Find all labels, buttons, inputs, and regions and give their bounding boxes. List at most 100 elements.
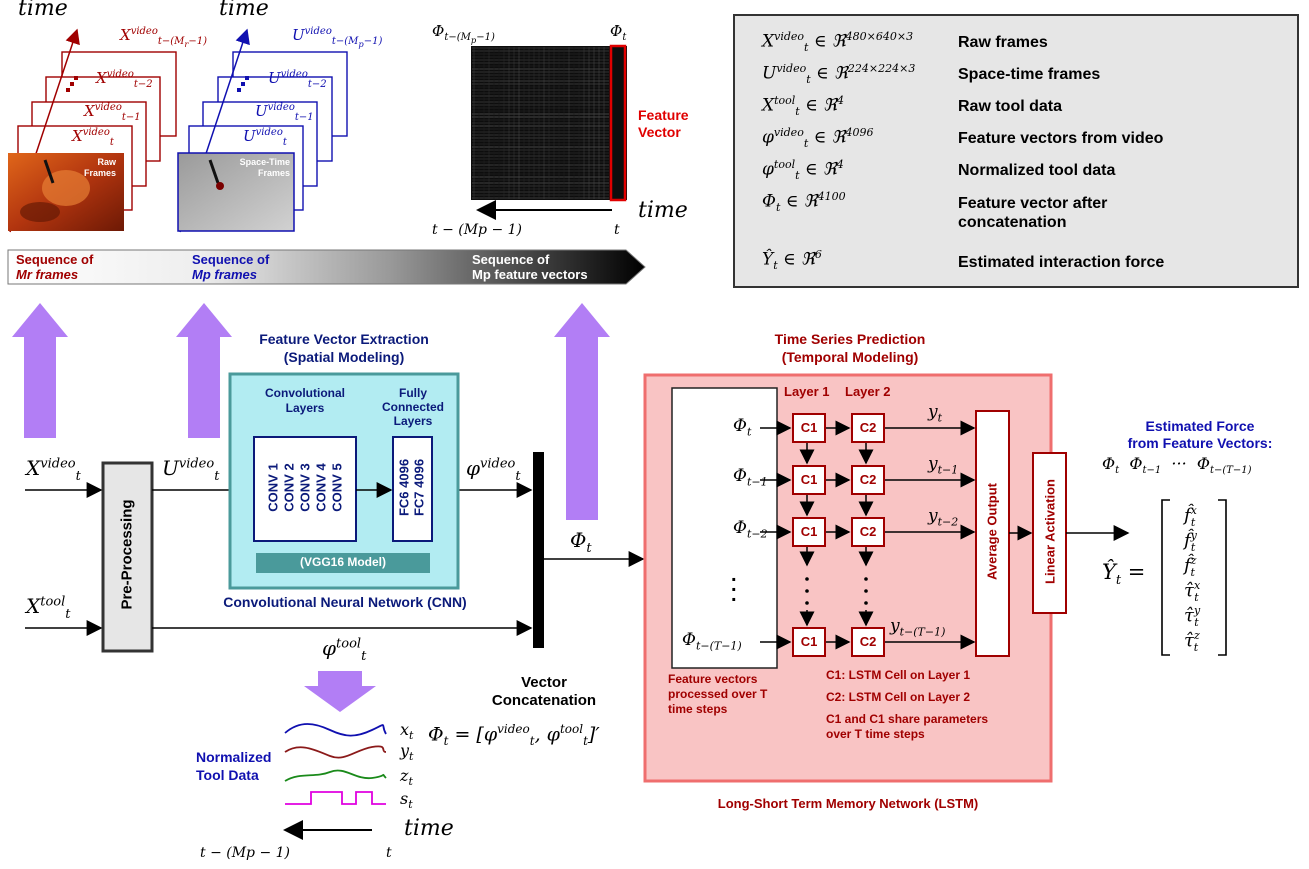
lstm-output-2: yt−2 (928, 506, 959, 529)
lstm-cell-c2: C2 (851, 465, 885, 495)
legend-desc: Raw frames (958, 34, 1048, 51)
lstm-cell-c1: C1 (792, 465, 826, 495)
output-yhat: Ŷt = (1102, 560, 1146, 589)
lstm-note-c2: C2: LSTM Cell on Layer 2 (826, 690, 971, 704)
lstm-title-line2: (Temporal Modeling) (781, 349, 919, 365)
lstm-output-0: yt (928, 402, 943, 425)
banner-seg2-line2: Mp frames (192, 267, 258, 282)
st-frame-label-3: Uvideot−2 (268, 69, 327, 90)
legend-sym: Ŷt ∈ ℜ6 (762, 248, 822, 273)
feature-matrix (471, 44, 627, 202)
matrix-phi-left: Φt−(Mp−1) (432, 22, 495, 45)
banner-seg1-line1: Sequence of (16, 252, 94, 267)
lstm-cell-c1: C1 (792, 517, 826, 547)
raw-frame-label-2: Xvideot−1 (84, 102, 141, 123)
lstm-input-ellipsis: ... (731, 564, 737, 606)
legend-sym: Xvideot ∈ ℜ480×640×3 (762, 30, 914, 55)
phi-tool-label: φtoolt (322, 636, 367, 664)
cnn-title-line1: Feature Vector Extraction (259, 331, 429, 347)
banner-seg3: Sequence of Mp feature vectors (472, 252, 588, 282)
legend-box (733, 14, 1299, 288)
avg-output-label: Average Output (984, 482, 1000, 581)
lstm-cell-c1: C1 (792, 413, 826, 443)
raw-frame-label-1: Xvideot (72, 127, 114, 148)
output-vector-entry: τ̂yt (1184, 604, 1201, 629)
layer1-label: Layer 1 (784, 384, 830, 399)
lstm-note-c1: C1: LSTM Cell on Layer 1 (826, 668, 971, 682)
cnn-caption: Convolutional Neural Network (CNN) (223, 594, 467, 610)
output-phis: Φt Φt−1 ··· Φt−(T−1) (1102, 454, 1252, 477)
conv-layer-label: CONV 1 (265, 463, 281, 512)
st-frame-label-top: Uvideot−(Mp−1) (292, 26, 383, 49)
legend-row: Xvideot ∈ ℜ480×640×3 Raw frames (734, 30, 1298, 60)
tool-data-label: Normalized Tool Data (196, 748, 271, 784)
cnn-title: Feature Vector Extraction (Spatial Model… (230, 330, 458, 366)
preprocessing-box (101, 461, 154, 653)
legend-sym: Uvideot ∈ ℜ224×224×3 (762, 62, 916, 87)
output-vector-entry: τ̂zt (1184, 629, 1200, 654)
legend-row: Xtoolt ∈ ℜ4 Raw tool data (734, 94, 1298, 124)
fc-layer-label: FC7 4096 (411, 458, 427, 517)
conv-layer-label: CONV 5 (329, 463, 345, 512)
vgg16-label: (VGG16 Model) (299, 555, 386, 569)
tool-data-label-line2: Tool Data (196, 767, 259, 783)
x-tool-label: Xtoolt (26, 594, 71, 622)
u-video-label: Uvideot (162, 456, 220, 484)
legend-row: φvideot ∈ ℜ4096 Feature vectors from vid… (734, 126, 1298, 156)
legend-desc: Normalized tool data (958, 162, 1116, 179)
lstm-input-1: Φt−1 (733, 466, 768, 489)
fc-layer-label: FC6 4096 (396, 458, 412, 517)
raw-frame-label-3: Xvideot−2 (96, 69, 153, 90)
banner-seg3-line2: Mp feature vectors (472, 267, 588, 282)
lstm-input-box (671, 387, 778, 669)
tool-series-y: yt (400, 741, 414, 764)
lstm-cell-c1: C1 (792, 627, 826, 657)
linear-activation-label: Linear Activation (1042, 479, 1058, 584)
raw-frames-caption: Raw Frames (83, 157, 116, 178)
raw-frame-label-top: Xvideot−(Mr−1) (120, 26, 208, 49)
banner-seg2: Sequence of Mp frames (192, 252, 269, 282)
matrix-t-left: t − (Mp − 1) (432, 222, 523, 238)
legend-desc: Feature vectors from video (958, 130, 1164, 147)
lstm-title: Time Series Prediction (Temporal Modelin… (720, 330, 980, 366)
feature-vector-label: Feature Vector (638, 107, 689, 140)
tool-time-label: time (404, 816, 454, 841)
layer2-label: Layer 2 (845, 384, 891, 399)
concat-formula: Φt = [φvideot, φtoolt]′ (428, 722, 600, 749)
output-title-line2: from Feature Vectors: (1127, 435, 1273, 451)
st-frame-label-1: Uvideot (243, 127, 287, 148)
conv-layer-label: CONV 4 (313, 463, 329, 512)
time-label-raw: time (18, 0, 68, 21)
time-label-st: time (219, 0, 269, 21)
banner-seg1: Sequence of Mr frames (16, 252, 93, 282)
lstm-cell-c2: C2 (851, 413, 885, 443)
conv-layer-label: CONV 2 (281, 463, 297, 512)
avg-output-box (975, 410, 1010, 657)
fc-layers-title: Fully Connected Layers (381, 386, 444, 428)
lstm-input-2: Φt−2 (733, 518, 768, 541)
preprocessing-label: Pre-Processing (118, 499, 136, 610)
banner-seg3-line1: Sequence of (472, 252, 550, 267)
lstm-output-3: yt−(T−1) (890, 616, 946, 639)
tool-t-right: t (386, 845, 392, 861)
lstm-cell-c2: C2 (851, 627, 885, 657)
lstm-input-0: Φt (733, 416, 752, 439)
phi-t-label: Φt (570, 528, 592, 556)
output-title: Estimated Force from Feature Vectors: (1100, 418, 1300, 452)
legend-sym: Φt ∈ ℜ4100 (762, 190, 846, 215)
tool-t-left: t − (Mp − 1) (200, 845, 291, 861)
legend-desc: Space-time frames (958, 66, 1101, 83)
lstm-title-line1: Time Series Prediction (774, 331, 926, 347)
tool-series-s: st (400, 789, 413, 812)
legend-desc: Estimated interaction force (958, 254, 1165, 271)
legend-desc: Raw tool data (958, 98, 1063, 115)
lstm-note-left: Feature vectors processed over T time st… (668, 672, 768, 716)
tool-series-z: zt (400, 766, 413, 789)
concat-label: Vector Concatenation (464, 674, 624, 710)
x-video-label: Xvideot (26, 456, 81, 484)
output-vector-entry: f̂zt (1184, 554, 1197, 579)
legend-desc: Feature vector after concatenation (958, 195, 1108, 231)
lstm-caption: Long-Short Term Memory Network (LSTM) (717, 796, 979, 811)
conv-layers-title: Convolutional Layers (265, 386, 345, 415)
